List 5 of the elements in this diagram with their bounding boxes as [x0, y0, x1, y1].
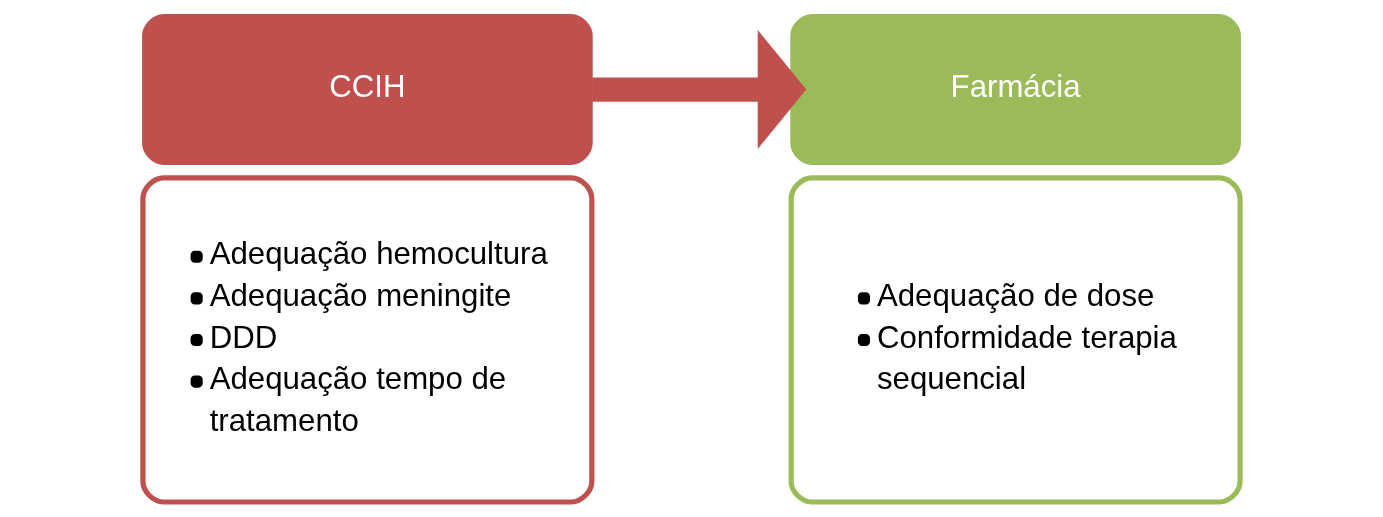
- arrow: [592, 29, 807, 150]
- node-box: Adequação de dose Conformidade terapia sequencial: [788, 175, 1243, 505]
- node-box: CCIH: [142, 14, 593, 165]
- node-box: Adequação hemocultura Adequação meningite DDD Adequação tempo de tratamento: [140, 175, 595, 505]
- node-box: Farmácia: [790, 14, 1241, 165]
